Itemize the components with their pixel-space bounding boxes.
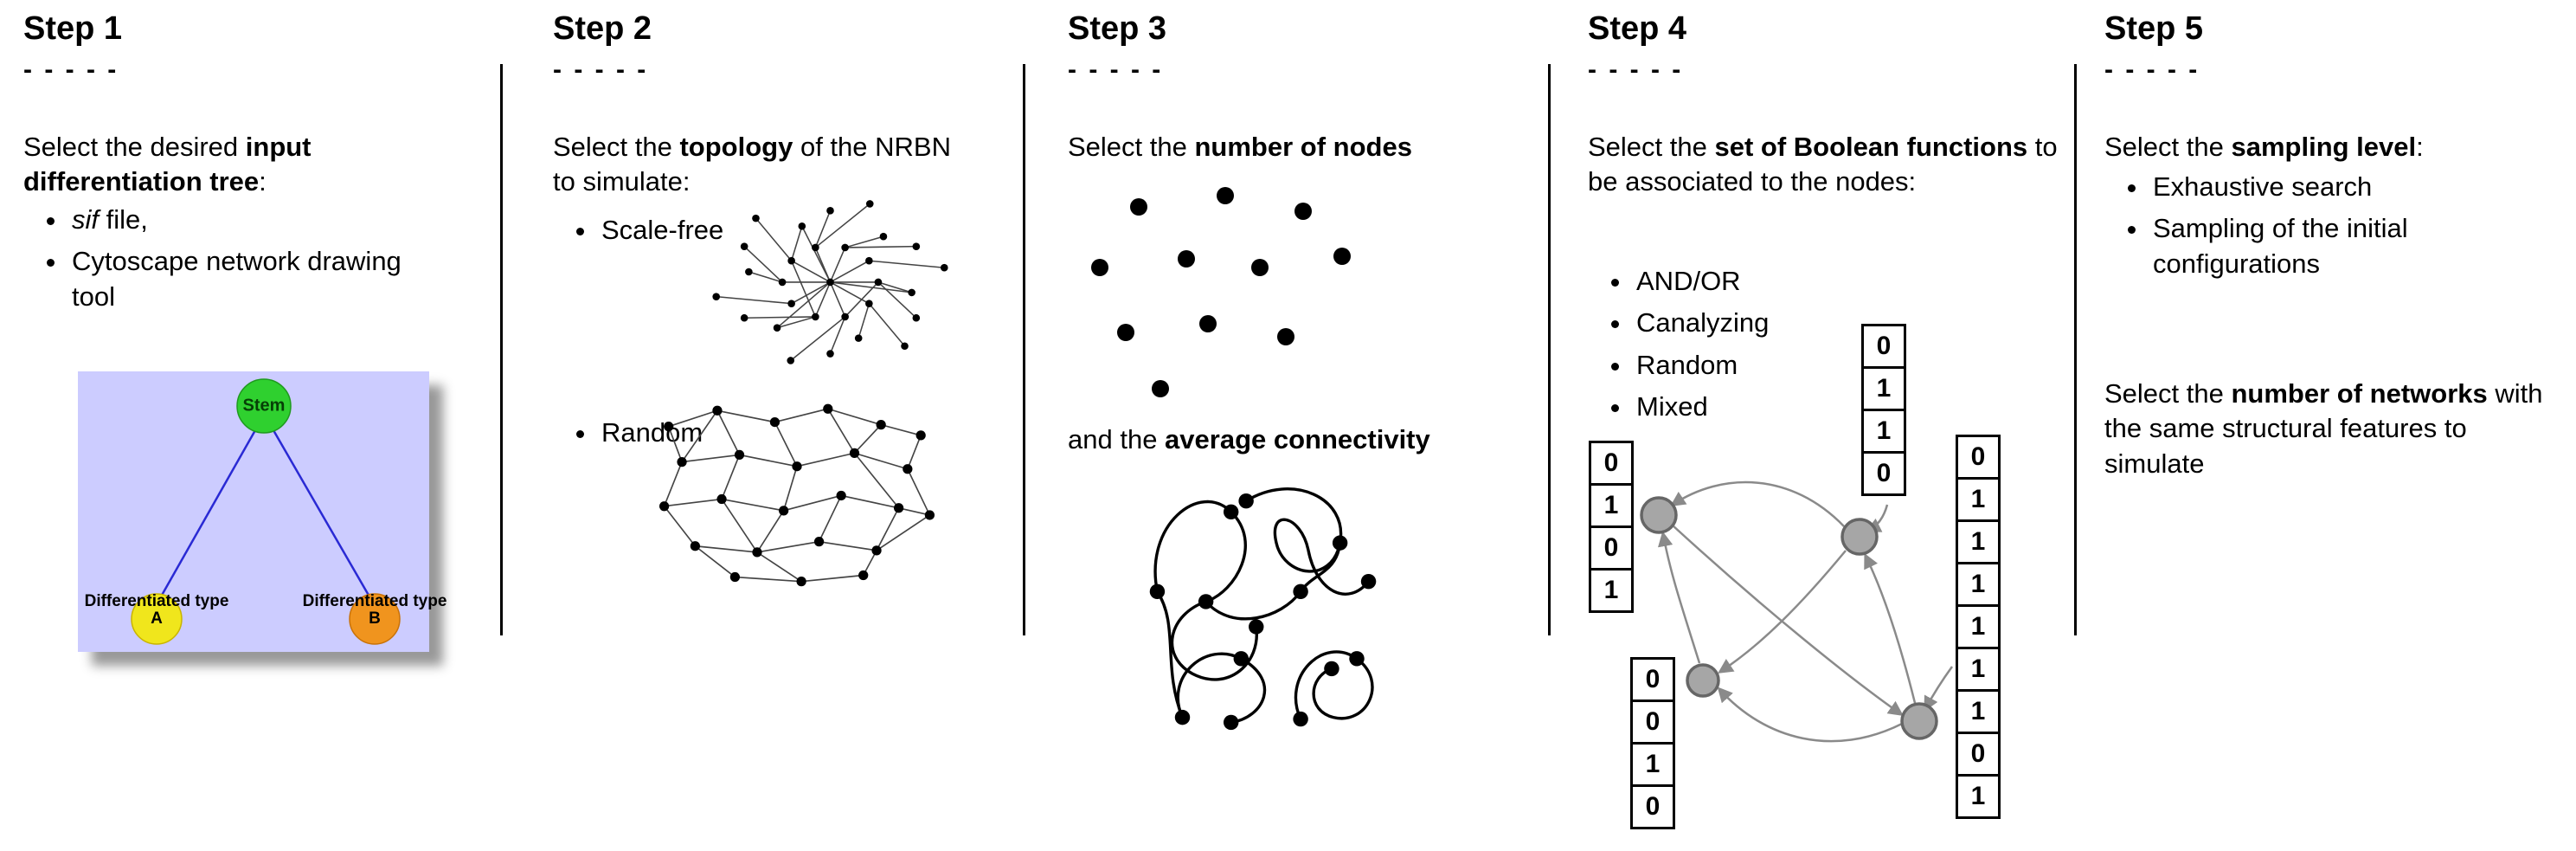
differentiation-tree-graphic xyxy=(131,378,401,645)
boolean-node-c xyxy=(1686,663,1720,698)
step1-bullet-list: sif file, Cytoscape network drawing tool xyxy=(23,203,421,321)
step5-dashes: - - - - - xyxy=(2104,55,2200,84)
scale-free-network-graphic xyxy=(712,200,948,364)
type-a-node-label: Differentiated type A xyxy=(84,592,229,628)
step2-intro: Select the topology of the NRBN to simul… xyxy=(553,132,951,197)
step2-column: Step 2 - - - - - Select the topology of … xyxy=(553,0,1020,851)
column-divider-3 xyxy=(1548,64,1551,635)
step1-bullet-sif-file: sif file, xyxy=(68,203,421,237)
boolean-table-cell: 0 xyxy=(1589,525,1634,571)
step4-title: Step 4 xyxy=(1588,10,1687,47)
boolean-table-cell: 0 xyxy=(1630,699,1675,745)
boolean-table-left: 0 1 0 1 xyxy=(1589,441,1634,613)
boolean-table-cell: 0 xyxy=(1956,435,2001,480)
stem-node-label: Stem xyxy=(242,396,286,416)
step4-bullet-and-or: AND/OR xyxy=(1633,264,1847,299)
step3-line2: and the average connectivity xyxy=(1068,424,1430,455)
boolean-table-cell: 1 xyxy=(1956,477,2001,522)
step2-bullet-random-list: Random xyxy=(553,416,813,457)
step2-title: Step 2 xyxy=(553,10,652,47)
boolean-table-bottom-left: 0 0 1 0 xyxy=(1630,657,1675,829)
boolean-table-cell: 0 xyxy=(1630,657,1675,702)
step3-column: Step 3 - - - - - Select the number of no… xyxy=(1068,0,1545,851)
step2-bullet-scale-free-list: Scale-free xyxy=(553,213,813,255)
boolean-table-cell: 1 xyxy=(1956,774,2001,819)
boolean-table-cell: 1 xyxy=(1861,409,1906,454)
step5-bullet-list: Exhaustive search Sampling of the initia… xyxy=(2104,170,2511,288)
boolean-node-a xyxy=(1640,496,1678,534)
column-divider-1 xyxy=(500,64,503,635)
boolean-table-top: 0 1 1 0 xyxy=(1861,324,1906,496)
boolean-table-cell: 1 xyxy=(1956,519,2001,564)
step5-p1: Select the sampling level: xyxy=(2104,132,2424,162)
step1-title: Step 1 xyxy=(23,10,123,47)
step5-column: Step 5 - - - - - Select the sampling lev… xyxy=(2104,0,2559,851)
boolean-table-cell: 1 xyxy=(1589,483,1634,528)
nodes-scatter-graphic xyxy=(1091,187,1351,397)
boolean-table-cell: 0 xyxy=(1630,784,1675,829)
boolean-table-cell: 0 xyxy=(1861,324,1906,369)
step2-bullet-random: Random xyxy=(598,416,813,450)
boolean-table-cell: 1 xyxy=(1956,604,2001,649)
random-network-graphic xyxy=(658,403,935,587)
column-divider-2 xyxy=(1023,64,1025,635)
step2-dashes: - - - - - xyxy=(553,55,649,84)
step3-dashes: - - - - - xyxy=(1068,55,1164,84)
step1-bullet-cytoscape: Cytoscape network drawing tool xyxy=(68,244,421,314)
step5-bullet-exhaustive: Exhaustive search xyxy=(2149,170,2511,204)
step3-line1: Select the number of nodes xyxy=(1068,132,1412,162)
step1-dashes: - - - - - xyxy=(23,55,119,84)
step4-bullet-list: AND/OR Canalyzing Random Mixed xyxy=(1588,264,1847,431)
step4-bullet-random: Random xyxy=(1633,348,1847,383)
boolean-table-cell: 1 xyxy=(1589,568,1634,613)
step1-column: Step 1 - - - - - Select the desired inpu… xyxy=(23,0,498,851)
step4-column: Step 4 - - - - - Select the set of Boole… xyxy=(1588,0,2072,851)
step5-p2: Select the number of networks with the s… xyxy=(2104,378,2543,479)
step5-title: Step 5 xyxy=(2104,10,2204,47)
step1-intro: Select the desired input differentiation… xyxy=(23,132,312,197)
step4-dashes: - - - - - xyxy=(1588,55,1684,84)
boolean-table-cell: 1 xyxy=(1630,742,1675,787)
boolean-table-cell: 1 xyxy=(1861,366,1906,411)
step2-bullet-scale-free: Scale-free xyxy=(598,213,813,248)
boolean-table-cell: 1 xyxy=(1956,647,2001,692)
differentiation-tree-figure: Stem Differentiated type A Differentiate… xyxy=(78,371,446,652)
boolean-table-cell: 0 xyxy=(1861,451,1906,496)
boolean-node-d xyxy=(1900,702,1938,740)
step5-bullet-sampling: Sampling of the initial configurations xyxy=(2149,211,2511,281)
boolean-table-cell: 0 xyxy=(1589,441,1634,486)
boolean-table-cell: 0 xyxy=(1956,732,2001,777)
step4-intro: Select the set of Boolean functions to b… xyxy=(1588,132,2058,197)
boolean-table-cell: 1 xyxy=(1956,562,2001,607)
boolean-node-b xyxy=(1840,518,1879,556)
connectivity-tangle-graphic xyxy=(1149,487,1377,731)
type-b-node-label: Differentiated type B xyxy=(302,592,447,628)
boolean-table-right: 0 1 1 1 1 1 1 0 1 xyxy=(1956,435,2001,819)
step4-bullet-canalyzing: Canalyzing xyxy=(1633,306,1847,340)
boolean-network-graphic xyxy=(1640,480,1954,743)
step3-title: Step 3 xyxy=(1068,10,1167,47)
step4-bullet-mixed: Mixed xyxy=(1633,390,1847,424)
column-divider-4 xyxy=(2074,64,2077,635)
boolean-table-cell: 1 xyxy=(1956,689,2001,734)
